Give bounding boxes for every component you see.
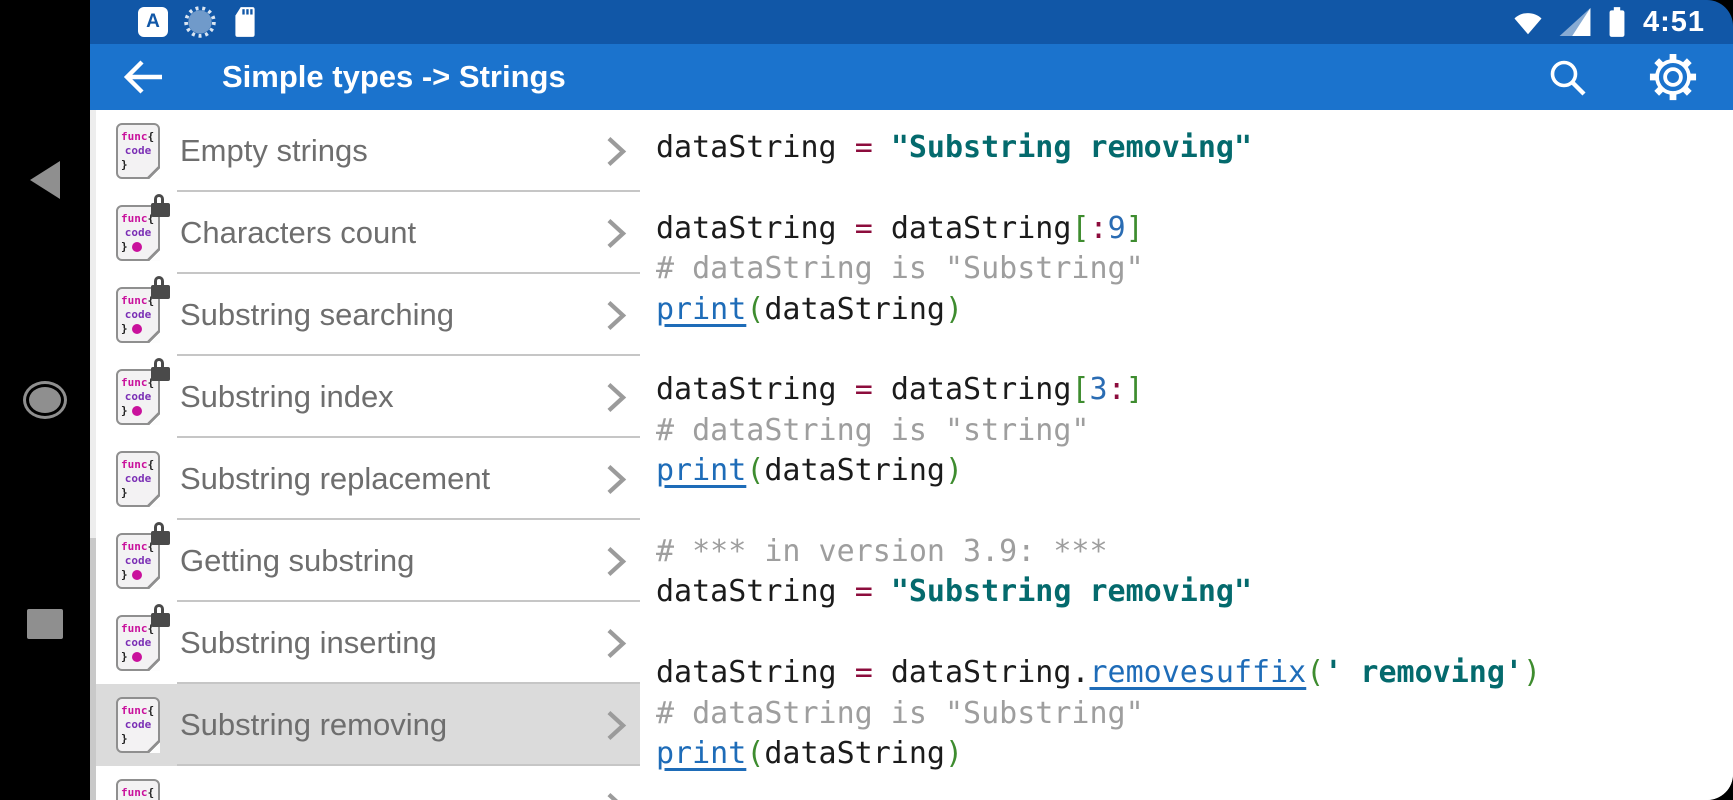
sidebar-list: func{code} Empty strings func{code} Charact… xyxy=(96,110,640,800)
code-block: dataString = dataString.removesuffix(' r… xyxy=(656,653,1733,774)
sidebar-item-label: Getting substring xyxy=(180,543,415,578)
home-circle-icon xyxy=(23,381,67,419)
app-bar: Simple types -> Strings xyxy=(90,44,1733,110)
code-line: dataString = "Substring removing" xyxy=(656,574,1253,610)
wifi-icon xyxy=(1514,13,1542,35)
lock-icon xyxy=(151,522,171,545)
sidebar-item-label: Substring searching xyxy=(180,297,454,332)
code-block: # *** in version 3.9: *** dataString = "S… xyxy=(656,532,1733,613)
sidebar-item-substring-searching[interactable]: func{code} Substring searching xyxy=(96,274,640,356)
code-line: dataString = dataString[:9] xyxy=(656,210,1144,246)
back-arrow-icon xyxy=(123,60,162,94)
lock-icon xyxy=(151,194,171,217)
premium-dot xyxy=(131,242,142,252)
code-line: print(dataString) xyxy=(656,453,964,489)
settings-button[interactable] xyxy=(1645,49,1701,105)
chevron-right-icon xyxy=(607,464,627,495)
sidebar-item-substring-index[interactable]: func{code} Substring index xyxy=(96,356,640,438)
code-snippet-icon: func{code} xyxy=(116,604,170,671)
spinner-icon xyxy=(184,6,216,38)
premium-dot xyxy=(131,324,142,334)
page-title: Simple types -> Strings xyxy=(222,59,566,94)
sidebar-item-label: Substring replacement xyxy=(180,461,491,496)
chevron-right-icon xyxy=(607,382,627,413)
code-snippet-icon: func{code} xyxy=(116,522,170,589)
lock-icon xyxy=(151,604,171,627)
code-area: dataString = "Substring removing" dataStr… xyxy=(640,110,1733,774)
code-line: print(dataString) xyxy=(656,736,964,772)
sidebar-item-label: Substring inserting xyxy=(180,625,437,660)
clock-time: 4:51 xyxy=(1642,5,1705,38)
search-icon xyxy=(1550,60,1586,96)
code-line: # dataString is "Substring" xyxy=(656,251,1144,287)
sidebar-item-label: Substring removing xyxy=(180,707,448,742)
code-snippet-icon: func{code} xyxy=(116,358,170,425)
code-panel[interactable]: dataString = "Substring removing" dataStr… xyxy=(640,110,1733,800)
sidebar-item-label: Empty strings xyxy=(180,133,368,168)
sidebar-item-substring-inserting[interactable]: func{code} Substring inserting xyxy=(96,602,640,684)
letter-a-app-icon: A xyxy=(138,7,168,44)
chevron-right-icon xyxy=(607,218,627,249)
page-fold xyxy=(147,248,160,261)
sidebar-item-label: Characters count xyxy=(180,215,417,250)
page-fold xyxy=(147,494,160,507)
recents-square-icon xyxy=(27,609,63,639)
lock-icon xyxy=(151,276,171,299)
code-snippet-icon: func{code} xyxy=(116,451,160,507)
chevron-right-icon xyxy=(607,300,627,331)
chevron-right-icon xyxy=(607,792,619,800)
code-line: dataString = "Substring removing" xyxy=(656,130,1253,165)
code-block: dataString = dataString[3:] # dataString … xyxy=(656,370,1733,491)
page-fold xyxy=(147,658,160,671)
battery-icon xyxy=(1609,7,1625,37)
premium-dot xyxy=(131,570,142,580)
chevron-right-icon xyxy=(607,628,627,659)
nav-back-button[interactable] xyxy=(0,145,90,215)
back-button[interactable] xyxy=(118,51,170,103)
code-snippet-icon: func{code} xyxy=(116,697,160,753)
cellular-signal-icon xyxy=(1559,8,1591,36)
sidebar-item-characters-count[interactable]: func{code} Characters count xyxy=(96,192,640,274)
sidebar-scrollbar-thumb[interactable] xyxy=(90,537,96,800)
code-block: dataString = "Substring removing" xyxy=(656,128,1733,168)
sidebar-item-empty-strings[interactable]: func{code} Empty strings xyxy=(96,110,640,192)
code-line: print(dataString) xyxy=(656,291,964,327)
back-triangle-icon xyxy=(30,161,60,199)
settings-gear-icon xyxy=(1649,53,1697,101)
sidebar-item-substring-removing[interactable]: func{code} Substring removing xyxy=(96,684,640,766)
sidebar-scrollbar-track xyxy=(90,110,96,800)
sidebar-item-getting-substring[interactable]: func{code} Getting substring xyxy=(96,520,640,602)
page-fold xyxy=(147,576,160,589)
code-line: # *** in version 3.9: *** xyxy=(656,534,1108,570)
page-fold xyxy=(147,412,160,425)
code-line: # dataString is "Substring" xyxy=(656,695,1144,731)
nav-recents-button[interactable] xyxy=(0,589,90,659)
page-fold xyxy=(147,166,160,179)
sidebar-item-partial[interactable]: func{code} xyxy=(96,766,640,800)
lock-icon xyxy=(151,358,171,381)
system-nav-bar xyxy=(0,0,90,800)
code-snippet-icon: func{code} xyxy=(116,779,160,800)
code-line: dataString = dataString[3:] xyxy=(656,372,1144,408)
nav-home-button[interactable] xyxy=(0,365,90,435)
page-fold xyxy=(147,740,160,753)
sidebar-item-substring-replacement[interactable]: func{code} Substring replacement xyxy=(96,438,640,520)
code-snippet-icon: func{code} xyxy=(116,123,160,179)
search-button[interactable] xyxy=(1539,49,1595,105)
premium-dot xyxy=(131,652,142,662)
code-line: # dataString is "string" xyxy=(656,412,1090,448)
chevron-right-icon xyxy=(607,136,627,167)
code-block: dataString = dataString[:9] # dataString … xyxy=(656,209,1733,330)
code-snippet-icon: func{code} xyxy=(116,276,170,343)
page-fold xyxy=(147,330,160,343)
chevron-right-icon xyxy=(607,710,627,741)
code-snippet-icon: func{code} xyxy=(116,194,170,261)
content-area: func{code} Empty strings func{code} Charact… xyxy=(90,110,1733,800)
code-line: dataString = dataString.removesuffix(' r… xyxy=(656,655,1542,691)
sidebar-item-label: Substring index xyxy=(180,379,394,414)
sd-card-icon xyxy=(235,7,255,37)
premium-dot xyxy=(131,406,142,416)
status-bar: A 4:51 xyxy=(90,0,1733,44)
chevron-right-icon xyxy=(607,546,627,577)
